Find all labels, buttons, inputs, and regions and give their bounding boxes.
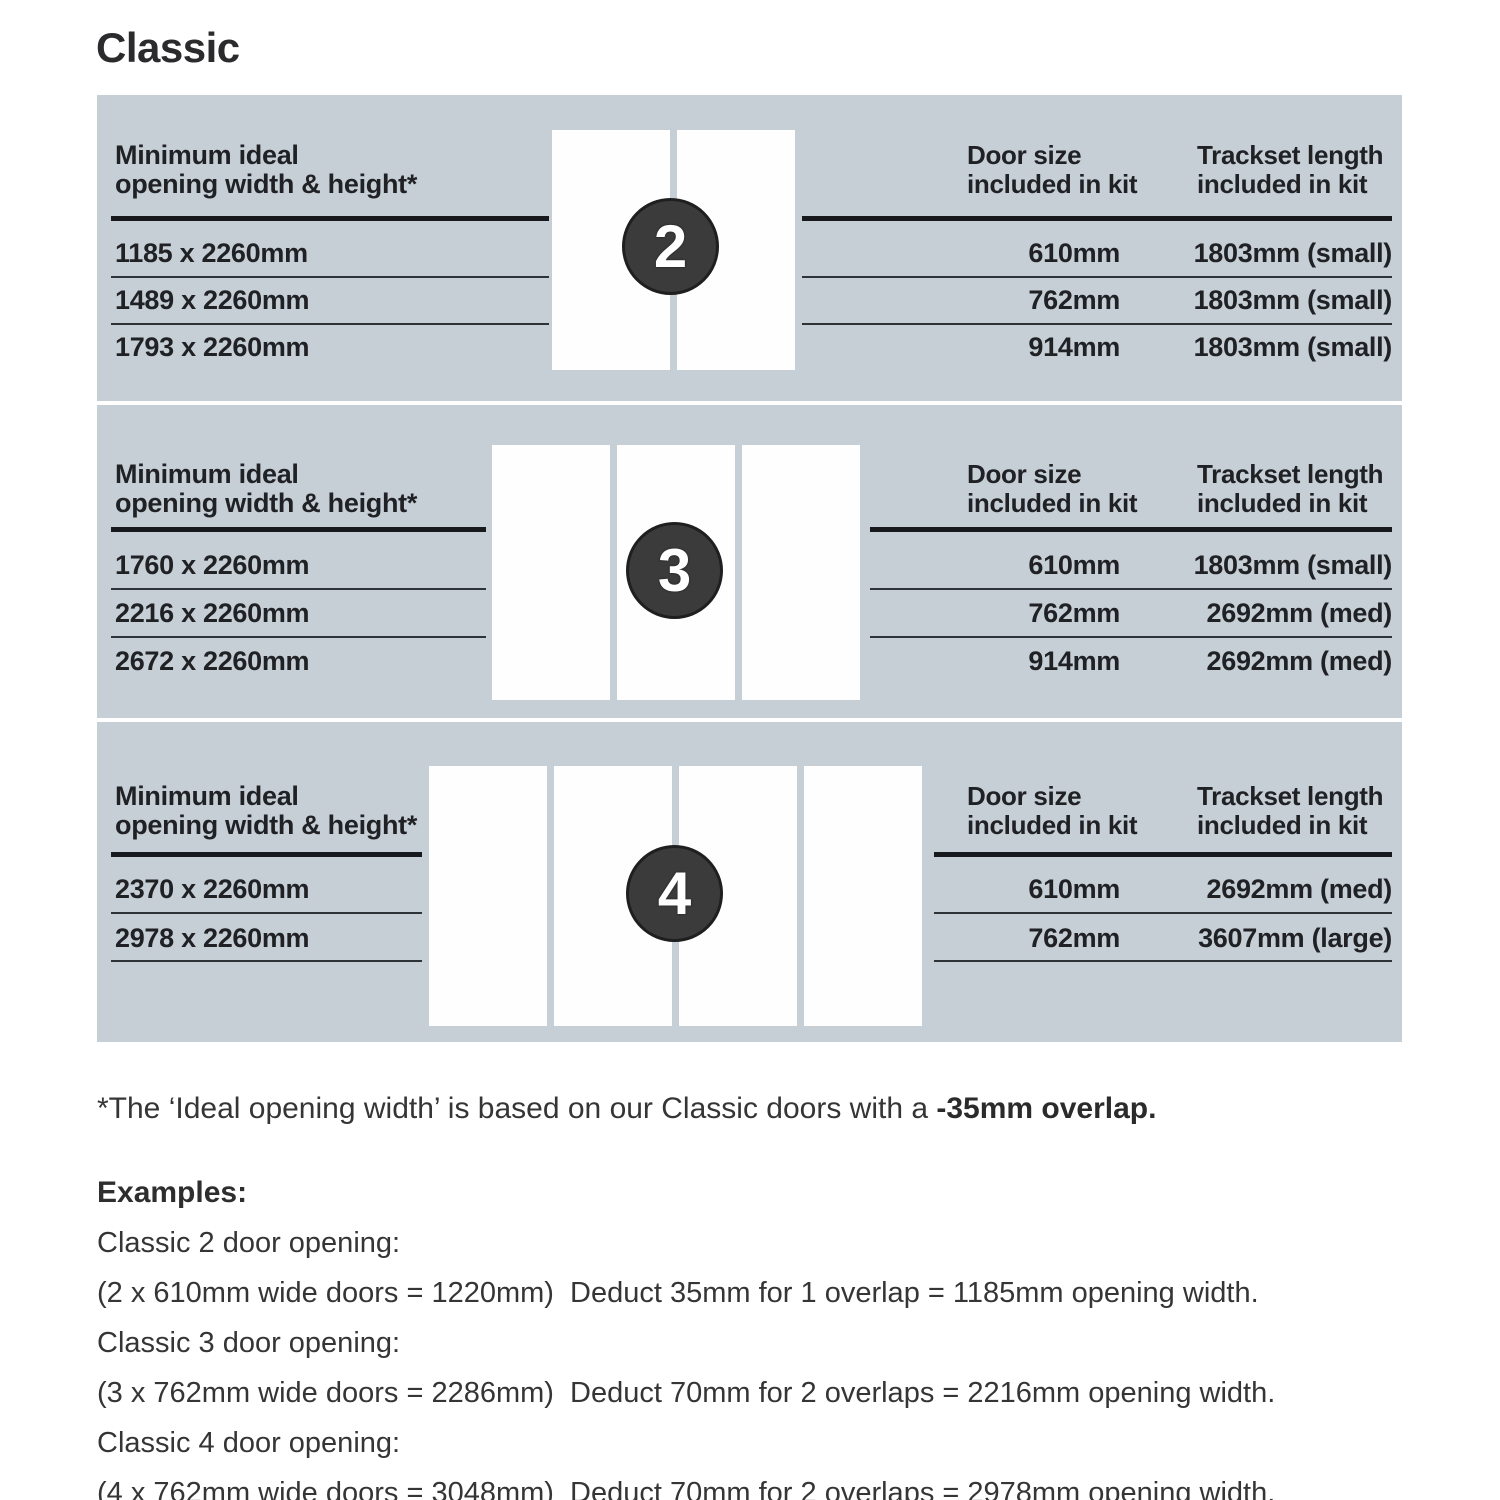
row-divider xyxy=(802,276,1392,278)
door-size-value: 762mm xyxy=(1028,285,1120,315)
section-3-door: Minimum ideal opening width & height* Do… xyxy=(97,405,1402,718)
row-divider xyxy=(111,636,486,638)
trackset-length-value: 1803mm (small) xyxy=(1193,238,1393,268)
door-size-header: Door size included in kit xyxy=(967,459,1138,518)
trackset-length-value: 1803mm (small) xyxy=(1193,285,1393,315)
trackset-header: Trackset length included in kit xyxy=(1197,459,1384,518)
door-count-badge: 3 xyxy=(626,522,723,619)
table-row: 762mm 2692mm (med) xyxy=(870,598,1392,628)
footnote-text: *The ‘Ideal opening width’ is based on o… xyxy=(97,1092,937,1125)
opening-size-value: 2672 x 2260mm xyxy=(115,646,310,676)
opening-size-value: 1760 x 2260mm xyxy=(115,550,310,580)
door-size-value: 762mm xyxy=(1028,923,1120,953)
example-label: Classic 2 door opening: xyxy=(97,1227,401,1259)
example-detail: (4 x 762mm wide doors = 3048mm) Deduct 7… xyxy=(97,1477,1276,1500)
table-row: 914mm 1803mm (small) xyxy=(802,332,1392,362)
door-size-value: 762mm xyxy=(1028,598,1120,628)
opening-size-value: 2978 x 2260mm xyxy=(115,923,310,953)
trackset-length-value: 1803mm (small) xyxy=(1193,332,1393,362)
trackset-header: Trackset length included in kit xyxy=(1197,140,1384,199)
header-rule xyxy=(870,527,1392,532)
header-rule xyxy=(111,527,486,532)
header-rule xyxy=(934,852,1392,857)
trackset-length-value: 2692mm (med) xyxy=(1206,598,1393,628)
door-panel xyxy=(492,445,610,700)
header-rule xyxy=(111,852,422,857)
section-2-door: Minimum ideal opening width & height* Do… xyxy=(97,95,1402,401)
row-divider xyxy=(870,588,1392,590)
door-panel xyxy=(742,445,860,700)
table-row: 762mm 3607mm (large) xyxy=(934,923,1392,953)
trackset-length-value: 2692mm (med) xyxy=(1206,874,1393,904)
row-divider xyxy=(111,960,422,962)
door-illustration-3 xyxy=(492,445,860,700)
page-title: Classic xyxy=(96,24,240,71)
example-detail: (3 x 762mm wide doors = 2286mm) Deduct 7… xyxy=(97,1377,1276,1409)
section-4-door: Minimum ideal opening width & height* Do… xyxy=(97,722,1402,1042)
door-size-value: 914mm xyxy=(1028,646,1120,676)
row-divider xyxy=(111,276,549,278)
table-row: 762mm 1803mm (small) xyxy=(802,285,1392,315)
door-size-header: Door size included in kit xyxy=(967,781,1138,840)
door-size-value: 914mm xyxy=(1028,332,1120,362)
table-row: 610mm 1803mm (small) xyxy=(802,238,1392,268)
row-divider xyxy=(870,636,1392,638)
opening-size-value: 1489 x 2260mm xyxy=(115,285,310,315)
door-illustration-4 xyxy=(429,766,922,1026)
trackset-header: Trackset length included in kit xyxy=(1197,781,1384,840)
left-column-header: Minimum ideal opening width & height* xyxy=(115,140,418,199)
door-size-value: 610mm xyxy=(1028,238,1120,268)
row-divider xyxy=(934,912,1392,914)
door-size-value: 610mm xyxy=(1028,874,1120,904)
header-rule xyxy=(111,216,549,221)
example-label: Classic 4 door opening: xyxy=(97,1427,401,1459)
door-panel xyxy=(429,766,547,1026)
trackset-length-value: 2692mm (med) xyxy=(1206,646,1393,676)
table-row: 914mm 2692mm (med) xyxy=(870,646,1392,676)
row-divider xyxy=(111,912,422,914)
opening-size-value: 1185 x 2260mm xyxy=(115,238,308,268)
footnote-bold-text: -35mm overlap. xyxy=(936,1092,1157,1125)
footnote: *The ‘Ideal opening width’ is based on o… xyxy=(97,1092,1156,1126)
table-row: 610mm 1803mm (small) xyxy=(870,550,1392,580)
door-count-badge: 2 xyxy=(622,198,719,295)
door-size-value: 610mm xyxy=(1028,550,1120,580)
example-detail: (2 x 610mm wide doors = 1220mm) Deduct 3… xyxy=(97,1277,1259,1309)
opening-size-value: 2216 x 2260mm xyxy=(115,598,310,628)
table-row: 610mm 2692mm (med) xyxy=(934,874,1392,904)
door-panel xyxy=(804,766,922,1026)
examples: Examples: Classic 2 door opening: (2 x 6… xyxy=(97,1168,1275,1500)
row-divider xyxy=(111,323,549,325)
row-divider xyxy=(802,323,1392,325)
examples-heading: Examples: xyxy=(97,1176,248,1209)
row-divider xyxy=(934,960,1392,962)
trackset-length-value: 1803mm (small) xyxy=(1193,550,1393,580)
header-rule xyxy=(802,216,1392,221)
door-size-header: Door size included in kit xyxy=(967,140,1138,199)
opening-size-value: 1793 x 2260mm xyxy=(115,332,310,362)
opening-size-value: 2370 x 2260mm xyxy=(115,874,310,904)
left-column-header: Minimum ideal opening width & height* xyxy=(115,459,418,518)
left-column-header: Minimum ideal opening width & height* xyxy=(115,781,418,840)
example-label: Classic 3 door opening: xyxy=(97,1327,401,1359)
row-divider xyxy=(111,588,486,590)
trackset-length-value: 3607mm (large) xyxy=(1198,923,1392,953)
door-count-badge: 4 xyxy=(626,845,723,942)
